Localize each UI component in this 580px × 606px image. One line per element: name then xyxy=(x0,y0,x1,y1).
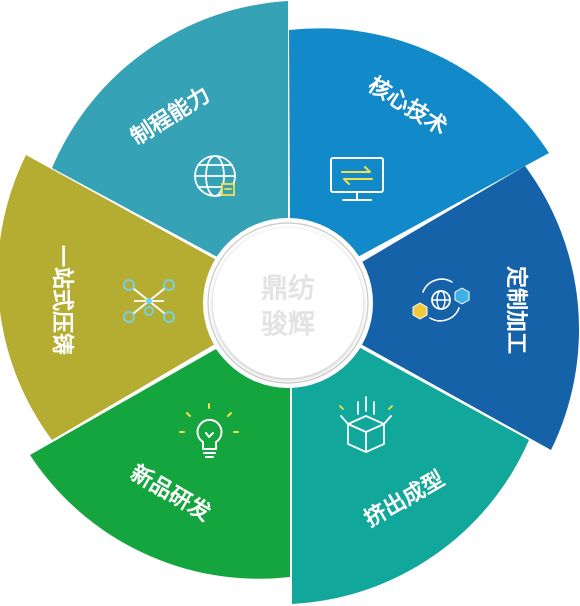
segment-capability[interactable]: 制程能力 xyxy=(52,1,288,260)
segment-core-tech-shape xyxy=(289,28,549,259)
center-hub: 鼎纺 骏辉 xyxy=(203,218,373,388)
segment-one-stop-shape xyxy=(0,155,220,440)
segment-new-product-shape xyxy=(30,349,290,579)
center-title-line2: 骏辉 xyxy=(261,309,315,341)
monitor-exchange-icon xyxy=(330,157,384,201)
network-nodes-icon xyxy=(123,279,175,323)
lightbulb-icon xyxy=(179,403,239,458)
segment-extrusion[interactable]: 挤出成型 xyxy=(292,345,529,604)
segment-new-product[interactable]: 新品研发 xyxy=(30,349,290,579)
globe-box-icon xyxy=(194,155,236,197)
segment-custom-shape xyxy=(357,166,580,450)
center-title-line1: 鼎纺 xyxy=(261,273,315,305)
segment-custom[interactable]: 定制加工 xyxy=(357,166,580,450)
segment-custom-label: 定制加工 xyxy=(503,266,529,354)
open-box-icon xyxy=(339,396,393,453)
segment-one-stop-label: 一站式压铸 xyxy=(49,245,75,355)
globe-boxes-cycle-icon xyxy=(412,278,470,322)
segment-core-tech[interactable]: 核心技术 xyxy=(289,28,549,259)
segment-one-stop[interactable]: 一站式压铸 xyxy=(0,155,220,440)
segment-extrusion-shape xyxy=(292,345,529,604)
